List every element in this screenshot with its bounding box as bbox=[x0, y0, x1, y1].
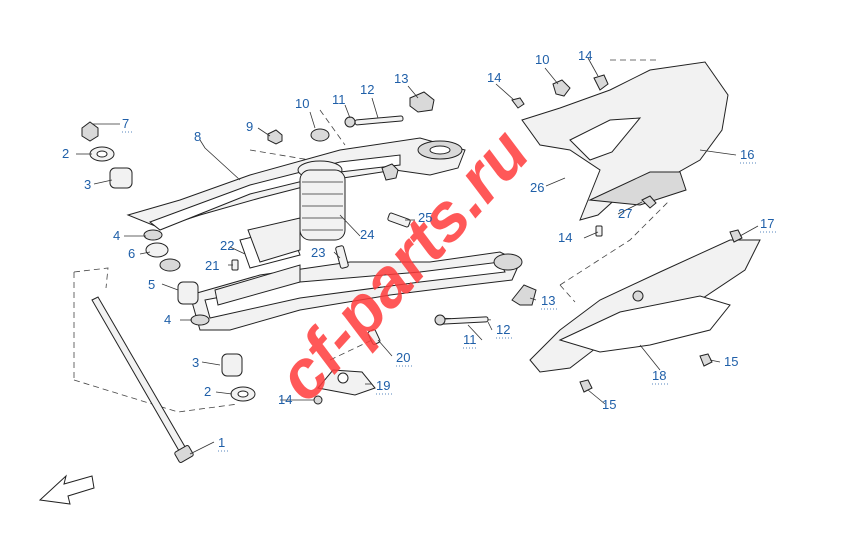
callout-10a: 10 bbox=[295, 96, 309, 111]
callout-26: 26 bbox=[530, 180, 544, 195]
callout-14b: 14 bbox=[558, 230, 572, 245]
callout-15a: 14 bbox=[578, 48, 592, 63]
callout-21: 21 bbox=[205, 258, 219, 273]
rear-fender bbox=[511, 61, 729, 237]
callout-15c: 15 bbox=[602, 397, 616, 412]
callout-27: 27 bbox=[618, 206, 632, 221]
callout-4b: 4 bbox=[164, 312, 171, 327]
chain-guard bbox=[529, 229, 761, 393]
callout-13a: 13 bbox=[394, 71, 408, 86]
swingarm bbox=[126, 137, 523, 331]
callout-8: 8 bbox=[194, 129, 201, 144]
callout-14a: 14 bbox=[487, 70, 501, 85]
callout-18: 18 bbox=[652, 368, 666, 383]
callout-2b: 2 bbox=[204, 384, 211, 399]
upper-hardware bbox=[344, 74, 609, 326]
callout-24: 24 bbox=[360, 227, 374, 242]
callout-9: 9 bbox=[246, 119, 253, 134]
callout-underlines bbox=[122, 131, 778, 452]
leader-lines bbox=[76, 57, 759, 455]
pivot-bushings bbox=[81, 121, 256, 402]
callout-labels: 1 2 2 3 3 4 4 5 6 7 8 9 10 10 11 11 12 1… bbox=[62, 48, 774, 450]
callout-12a: 12 bbox=[360, 82, 374, 97]
bracket bbox=[313, 329, 381, 405]
shock-absorber bbox=[247, 128, 411, 269]
callout-17: 17 bbox=[760, 216, 774, 231]
callout-19: 19 bbox=[376, 378, 390, 393]
callout-2a: 2 bbox=[62, 146, 69, 161]
callout-3b: 3 bbox=[192, 355, 199, 370]
callout-6: 6 bbox=[128, 246, 135, 261]
callout-22: 22 bbox=[220, 238, 234, 253]
callout-15b: 15 bbox=[724, 354, 738, 369]
callout-12b: 12 bbox=[496, 322, 510, 337]
pivot-bolt bbox=[91, 296, 194, 463]
callout-11b: 11 bbox=[463, 332, 477, 347]
callout-25: 25 bbox=[418, 210, 432, 225]
callout-13b: 13 bbox=[541, 293, 555, 308]
callout-3a: 3 bbox=[84, 177, 91, 192]
callout-20: 20 bbox=[396, 350, 410, 365]
callout-11a: 11 bbox=[332, 92, 346, 107]
callout-4a: 4 bbox=[113, 228, 120, 243]
callout-23: 23 bbox=[311, 245, 325, 260]
callout-1: 1 bbox=[218, 435, 225, 450]
callout-14c: 14 bbox=[278, 392, 292, 407]
front-direction-arrow-icon bbox=[38, 474, 95, 505]
callout-16: 16 bbox=[740, 147, 754, 162]
callout-5: 5 bbox=[148, 277, 155, 292]
callout-7: 7 bbox=[122, 116, 129, 131]
callout-10b: 10 bbox=[535, 52, 549, 67]
